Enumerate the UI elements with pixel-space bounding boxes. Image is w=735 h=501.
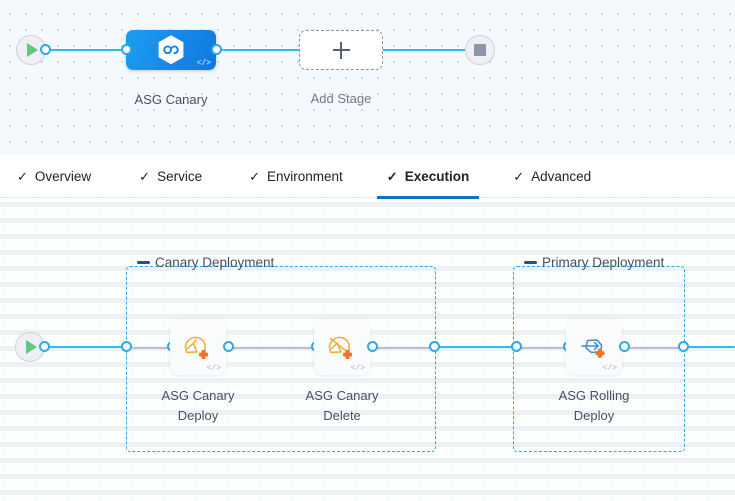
tab-label: Service	[157, 168, 203, 184]
step-label-asg-canary-deploy-line2: Deploy	[177, 408, 219, 423]
tab-label: Execution	[404, 168, 470, 184]
plus-icon	[332, 41, 350, 59]
edge-canary-group-to-primary-group	[434, 346, 519, 348]
asg-canary-delete-output-port[interactable]	[367, 341, 378, 352]
step-node-asg-canary-delete[interactable]: </>	[314, 319, 370, 375]
stage-tabs: ✓ Overview ✓ Service ✓ Environment ✓ Exe…	[0, 155, 735, 199]
group-title: Canary Deployment	[155, 255, 275, 270]
minus-icon[interactable]	[137, 261, 150, 264]
group-label-canary-deployment[interactable]: Canary Deployment	[135, 255, 276, 270]
check-icon: ✓	[249, 168, 260, 184]
code-glyph: </>	[602, 364, 617, 373]
asg-canary-delete-icon	[328, 336, 352, 359]
primary-group-output-port[interactable]	[678, 341, 689, 352]
edge-start-to-canary-group	[44, 346, 132, 348]
stage-canvas[interactable]: </> ASG Canary Add Stage	[0, 0, 735, 155]
check-icon: ✓	[139, 168, 151, 184]
check-icon: ✓	[17, 168, 28, 184]
edge-delete-to-group-out	[375, 347, 435, 349]
add-stage-button[interactable]	[299, 30, 383, 70]
execution-canvas[interactable]: Canary Deployment </> ASG Canar	[0, 198, 735, 501]
primary-group-input-port[interactable]	[511, 341, 522, 352]
stop-square-icon	[474, 44, 486, 56]
edge-rolling-to-group-out	[623, 347, 685, 349]
asg-canary-input-port[interactable]	[121, 44, 132, 55]
edge-primary-group-outgoing	[684, 346, 735, 348]
check-icon: ✓	[386, 168, 398, 184]
play-icon	[26, 340, 37, 354]
tab-environment[interactable]: ✓ Environment	[249, 155, 343, 198]
asg-canary-output-port[interactable]	[211, 44, 222, 55]
harness-hexagon-icon	[158, 35, 184, 65]
group-primary-deployment[interactable]: Primary Deployment	[513, 255, 685, 452]
edge-group-in-to-deploy	[132, 347, 172, 349]
group-label-primary-deployment[interactable]: Primary Deployment	[522, 255, 666, 270]
edge-asg-canary-to-add-stage	[212, 49, 302, 51]
asg-canary-deploy-output-port[interactable]	[223, 341, 234, 352]
asg-rolling-deploy-output-port[interactable]	[619, 341, 630, 352]
minus-icon[interactable]	[524, 261, 537, 264]
canary-group-output-port[interactable]	[429, 341, 440, 352]
edge-start-to-asg-canary	[44, 49, 132, 51]
step-label-asg-canary-deploy-line1: ASG Canary	[161, 388, 235, 403]
asg-canary-deploy-icon	[184, 336, 208, 359]
start-node-output-port[interactable]	[40, 44, 51, 55]
edge-group-in-to-rolling	[518, 347, 568, 349]
tab-label: Environment	[267, 168, 343, 184]
tab-label: Overview	[34, 168, 92, 184]
step-label-asg-rolling-deploy-line2: Deploy	[573, 408, 615, 423]
tab-service[interactable]: ✓ Service	[139, 155, 202, 198]
step-label-asg-canary-delete-line2: Delete	[323, 408, 361, 423]
step-label-asg-rolling-deploy-line1: ASG Rolling	[558, 388, 630, 403]
group-title: Primary Deployment	[542, 255, 665, 270]
play-icon	[27, 43, 38, 57]
step-label-asg-canary-delete-line1: ASG Canary	[305, 388, 379, 403]
step-node-asg-rolling-deploy[interactable]: </>	[566, 319, 622, 375]
end-node[interactable]	[465, 35, 495, 65]
stage-label-asg-canary: ASG Canary	[134, 92, 208, 107]
execution-start-node[interactable]	[15, 332, 45, 362]
asg-rolling-deploy-icon	[581, 339, 605, 358]
step-node-asg-canary-deploy[interactable]: </>	[170, 319, 226, 375]
code-glyph: </>	[196, 59, 211, 68]
check-icon: ✓	[513, 168, 525, 184]
stage-node-asg-canary[interactable]: </>	[126, 30, 216, 70]
canary-group-input-port[interactable]	[121, 341, 132, 352]
tab-active-underline	[376, 195, 480, 199]
add-stage-label: Add Stage	[310, 91, 372, 106]
edge-deploy-to-delete	[228, 347, 318, 349]
edge-add-stage-to-end	[382, 49, 472, 51]
group-canary-deployment[interactable]: Canary Deployment	[126, 255, 436, 452]
tab-overview[interactable]: ✓ Overview	[17, 155, 91, 198]
tab-label: Advanced	[531, 168, 592, 184]
tab-execution[interactable]: ✓ Execution	[376, 155, 480, 199]
execution-start-output-port[interactable]	[39, 341, 50, 352]
tab-advanced[interactable]: ✓ Advanced	[513, 155, 591, 198]
code-glyph: </>	[350, 364, 365, 373]
code-glyph: </>	[206, 364, 221, 373]
